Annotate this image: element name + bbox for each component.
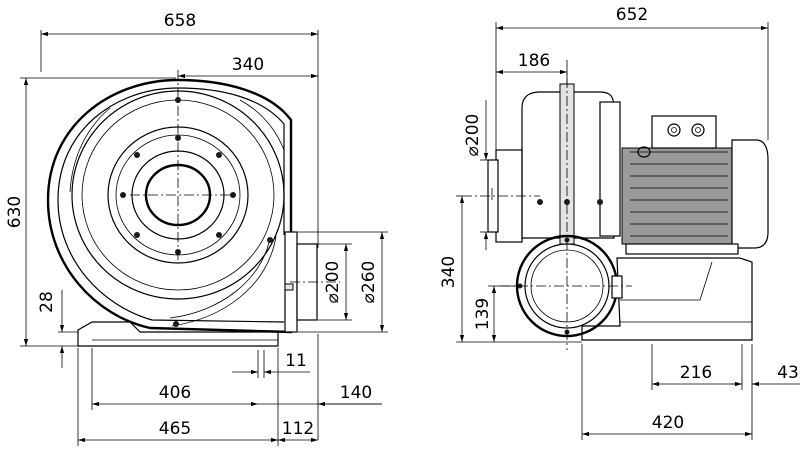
- dim-flange-thickness: 11: [285, 351, 307, 371]
- dim-overall-width: 658: [164, 11, 196, 31]
- front-base: [77, 321, 279, 347]
- side-view: [462, 60, 769, 350]
- fan-housing: [46, 78, 293, 334]
- side-housing: [521, 70, 621, 245]
- dim-base-edge-offset: 43: [777, 363, 799, 383]
- side-dimensions: 652 186 ⌀200 340 139 216 43 42: [439, 5, 800, 440]
- dim-side-base-length: 420: [652, 413, 684, 433]
- dim-outlet-center-from-base: 139: [473, 298, 493, 330]
- dim-inlet-center-offset: 340: [232, 55, 264, 75]
- dim-overall-height: 630: [5, 196, 25, 228]
- front-dimensions: 658 340 630 28 ⌀200 ⌀260 11 406: [5, 11, 388, 446]
- dim-outlet-inner-diameter: ⌀200: [323, 261, 343, 304]
- dim-base-height: 28: [37, 291, 57, 313]
- dim-base-hole-spacing: 406: [159, 383, 191, 403]
- dim-base-length: 465: [159, 419, 191, 439]
- dim-outlet-flange-diameter: ⌀260: [359, 261, 379, 304]
- side-base: [581, 257, 753, 341]
- dim-side-inlet-diameter: ⌀200: [463, 114, 483, 157]
- dim-outlet-projection: 112: [282, 419, 314, 439]
- front-view: [46, 70, 340, 347]
- dim-side-base-hole-spacing: 216: [680, 363, 712, 383]
- side-motor: [621, 115, 769, 255]
- dim-side-overall-length: 652: [616, 5, 648, 25]
- dim-inlet-depth: 186: [518, 51, 550, 71]
- dim-outlet-offset: 140: [340, 383, 372, 403]
- dim-outlet-center-height: 340: [439, 256, 459, 288]
